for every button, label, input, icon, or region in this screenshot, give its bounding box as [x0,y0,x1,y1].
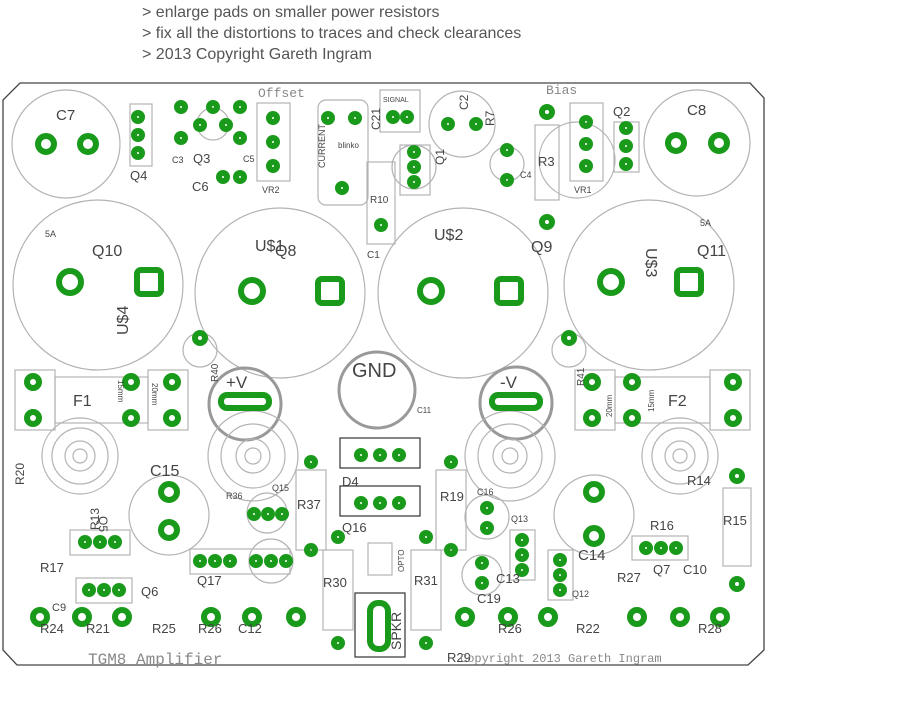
label-offset: Offset [258,86,305,101]
label-q9: Q9 [531,239,552,256]
label-r21: R21 [86,621,110,636]
label-r17: R17 [40,560,64,575]
label-opto: OPTO [397,549,406,572]
note-line-3: > 2013 Copyright Gareth Ingram [142,46,372,63]
label-c1: C1 [367,250,380,261]
label-c16: C16 [477,487,494,497]
label-bias: Bias [546,83,577,98]
label-5a-right: 5A [700,218,711,228]
label-c15: C15 [150,463,179,480]
label-q7: Q7 [653,562,670,577]
label-r37: R37 [297,497,321,512]
label-r20: R20 [13,463,27,485]
label-r30: R30 [323,575,347,590]
board-copyright: Copyright 2013 Gareth Ingram [460,652,662,666]
label-q5: Q5 [96,516,110,532]
label-r40: R40 [210,363,221,382]
label-q15: Q15 [272,483,289,493]
label-r29: R29 [447,650,471,665]
label-q10: Q10 [92,243,122,260]
label-q13: Q13 [511,514,528,524]
pcb-silkscreen [2,82,765,666]
label-signal: SIGNAL [383,97,409,104]
label-c10: C10 [683,562,707,577]
label-r22: R22 [576,621,600,636]
label-q4: Q4 [130,168,147,183]
label-q3: Q3 [193,151,210,166]
board-title: TGM8 Amplifier [88,651,222,669]
label-c11: C11 [417,406,432,415]
label-c5: C5 [243,154,255,164]
label-15mm-left: 15mm [116,380,125,403]
label-current: CURRENT [317,123,327,168]
label-r16: R16 [650,518,674,533]
label-c21: C21 [369,108,383,130]
label-c3: C3 [172,155,184,165]
label-u1: U$1 [255,238,284,255]
label-r26-left: R26 [198,621,222,636]
label-20mm-right: 20mm [605,394,614,417]
pcb-labels: Offset Bias SIGNAL blinko C7 C8 Q4 C3 Q3… [13,83,747,669]
label-q6: Q6 [141,584,158,599]
label-q2: Q2 [613,104,630,119]
label-c8: C8 [687,102,706,119]
label-r3: R3 [538,154,555,169]
label-u4: U$4 [115,306,132,335]
label-r26-right: R26 [498,621,522,636]
label-r19: R19 [440,489,464,504]
label-blinko: blinko [338,141,359,150]
label-vr2: VR2 [262,185,280,195]
label-q11: Q11 [697,243,726,260]
label-r25: R25 [152,621,176,636]
label-spkr: SPKR [388,612,404,650]
label-r7: R7 [483,110,497,126]
label-d4: D4 [342,474,359,489]
label-gnd: GND [352,360,396,382]
label-q17: Q17 [197,573,222,588]
label-r24: R24 [40,621,64,636]
label-vr1: VR1 [574,185,592,195]
label-q1: Q1 [433,149,447,165]
label-u2: U$2 [434,227,463,244]
label-q16: Q16 [342,520,367,535]
label-r28: R28 [698,621,722,636]
board-outline [2,82,765,666]
label-q12: Q12 [572,589,589,599]
label-f2: F2 [668,393,687,410]
label-r31: R31 [414,573,438,588]
label-r15: R15 [723,513,747,528]
label-c2: C2 [457,94,471,110]
label-q8: Q8 [275,243,296,260]
label-r14: R14 [687,473,711,488]
label-5a-left: 5A [45,229,56,239]
label-c14: C14 [578,547,606,564]
note-line-1: > enlarge pads on smaller power resistor… [142,4,440,21]
label-minus-v: -V [500,373,518,392]
label-c12: C12 [238,621,262,636]
label-r10: R10 [370,195,389,206]
label-r41: R41 [576,367,587,386]
label-plus-v: +V [226,373,248,392]
label-c13: C13 [496,571,520,586]
label-15mm-right: 15mm [647,389,656,412]
label-c9: C9 [52,602,66,614]
label-r36: R36 [226,491,243,501]
label-r13: R13 [88,508,102,530]
label-c4: C4 [520,170,532,180]
label-20mm-left: 20mm [150,383,159,406]
label-c7: C7 [56,107,75,124]
label-f1: F1 [73,393,92,410]
pcb-copper-pads [24,100,745,652]
label-r27: R27 [617,570,641,585]
label-c6: C6 [192,179,209,194]
label-u3: U$3 [642,248,659,277]
label-c19: C19 [477,591,501,606]
note-line-2: > fix all the distortions to traces and … [142,25,522,42]
